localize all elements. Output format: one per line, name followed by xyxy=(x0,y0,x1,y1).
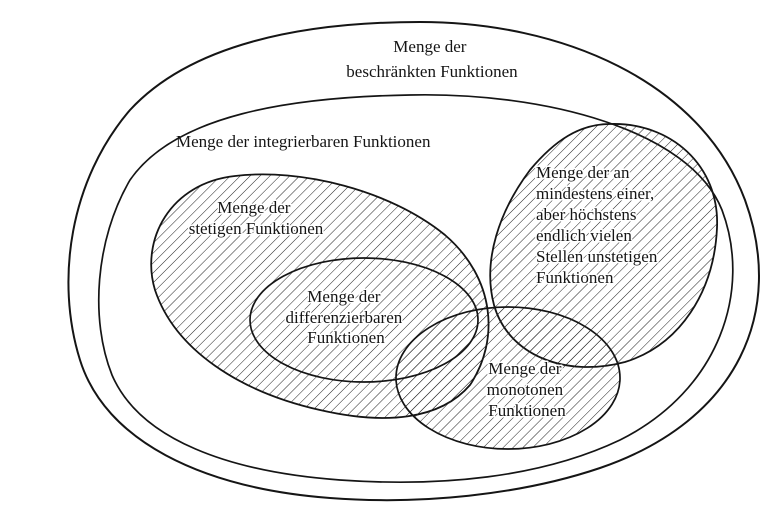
integrable-set-label-line-1: Menge der integrierbaren Funktionen xyxy=(176,132,431,151)
finitely-discontinuous-set-label-line-1: Menge der an xyxy=(536,163,630,182)
finitely-discontinuous-set-label-line-4: endlich vielen xyxy=(536,226,632,245)
bounded-set-label-line-1: Menge der xyxy=(393,37,467,56)
bounded-functions-set xyxy=(67,20,760,502)
monotone-set-label: Menge der monotonen Funktionen xyxy=(487,359,568,420)
monotone-set-label-line-2: monotonen xyxy=(487,380,564,399)
continuous-set-label-line-2: stetigen Funktionen xyxy=(189,219,324,238)
continuous-set-label-line-1: Menge der xyxy=(217,198,291,217)
monotone-functions-set xyxy=(395,306,621,450)
differentiable-set-label-line-2: differenzierbaren xyxy=(286,308,403,327)
continuous-set-label: Menge der stetigen Funktionen xyxy=(189,198,324,238)
finitely-discontinuous-set-label-line-6: Funktionen xyxy=(536,268,614,287)
finitely-discontinuous-set-label-line-3: aber höchstens xyxy=(536,205,637,224)
monotone-set-label-line-3: Funktionen xyxy=(488,401,566,420)
bounded-set-label: Menge der beschränkten Funktionen xyxy=(346,37,518,81)
finitely-discontinuous-set-label: Menge der an mindestens einer, aber höch… xyxy=(536,163,662,287)
differentiable-set-label-line-1: Menge der xyxy=(307,287,381,306)
integrable-set-label: Menge der integrierbaren Funktionen xyxy=(176,132,431,151)
differentiable-functions-set xyxy=(249,257,479,383)
differentiable-set-label-line-3: Funktionen xyxy=(307,328,385,347)
finitely-discontinuous-set-label-line-5: Stellen unstetigen xyxy=(536,247,658,266)
bounded-set-label-line-2: beschränkten Funktionen xyxy=(346,62,518,81)
monotone-set-label-line-1: Menge der xyxy=(488,359,562,378)
finitely-discontinuous-set-label-line-2: mindestens einer, xyxy=(536,184,654,203)
differentiable-set-label: Menge der differenzierbaren Funktionen xyxy=(286,287,407,347)
